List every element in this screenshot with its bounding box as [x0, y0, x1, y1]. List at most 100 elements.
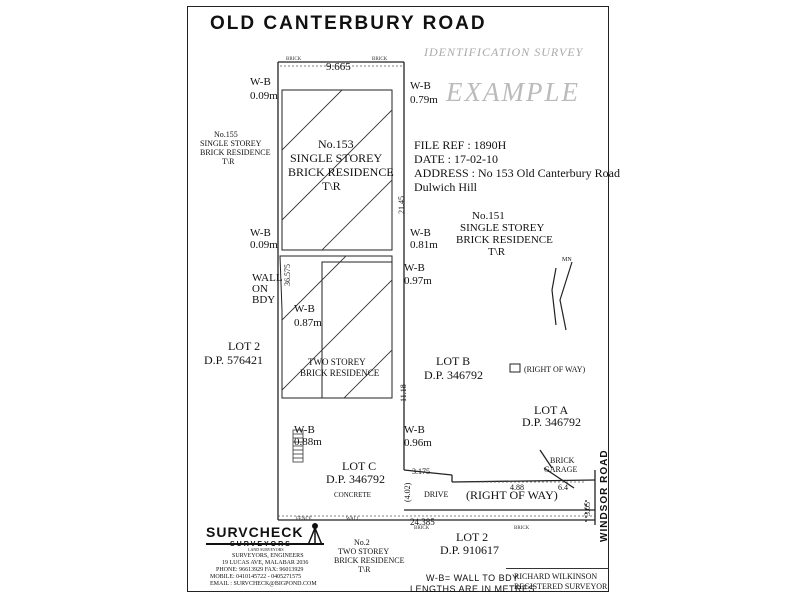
no2-line1: No.2 — [354, 538, 370, 547]
wall-on-bdy-line1: WALL — [252, 272, 283, 284]
wall-on-bdy-line2: ON — [252, 283, 268, 295]
label-no153-line3: BRICK RESIDENCE — [288, 165, 394, 179]
watermark: EXAMPLE — [446, 77, 580, 107]
file-ref: FILE REF : 1890H — [414, 138, 507, 152]
two-storey-line2: BRICK RESIDENCE — [300, 368, 380, 378]
label-no151-line2: SINGLE STOREY — [460, 222, 545, 234]
wall-on-bdy-line3: BDY — [252, 294, 276, 306]
wb-lower-left-label: W-B — [294, 424, 315, 436]
house-no153-hatch — [282, 90, 392, 250]
label-no155-line3: BRICK RESIDENCE — [200, 148, 271, 157]
house-two-storey-hatch — [282, 256, 392, 398]
brick-label: BRICK — [414, 526, 430, 531]
north-label: MN — [562, 257, 572, 263]
windsor-road-label: WINDSOR ROAD — [598, 449, 611, 542]
no2-line2: TWO STOREY — [338, 547, 390, 556]
surveyor-title: REGISTERED SURVEYOR — [514, 582, 608, 591]
label-no153-line2: SINGLE STOREY — [290, 151, 383, 165]
dim-side-upper: 21.45 — [397, 196, 406, 214]
row-north-line — [403, 469, 453, 476]
logo-divider — [206, 543, 324, 545]
dim-row-b: 4.88 — [510, 483, 524, 492]
wb-lower-right-value: 0.96m — [404, 437, 432, 449]
wb-inner-label: W-B — [294, 303, 315, 315]
lot2-bottom-line2: D.P. 910617 — [440, 543, 500, 557]
survey-type: IDENTIFICATION SURVEY — [424, 45, 584, 59]
dim-left-side: 36.575 — [283, 264, 292, 286]
wb-inner-value: 0.87m — [294, 317, 322, 329]
surveyor-divider — [506, 568, 609, 569]
lot-b-line2: D.P. 346792 — [424, 368, 484, 382]
dim-row-c: 6.4 — [558, 483, 568, 492]
right-of-way-legend-box — [509, 363, 521, 373]
wb-wall-right-value: 0.97m — [404, 275, 432, 287]
file-date: DATE : 17-02-10 — [414, 152, 498, 166]
surveyor-name: RICHARD WILKINSON — [514, 572, 598, 581]
brick-garage-line2: GARAGE — [544, 465, 578, 474]
wall-label: WALL — [346, 517, 360, 522]
dim-row-width: (4.02) — [403, 482, 412, 502]
legend-wb: W-B= WALL TO BDY — [426, 573, 519, 583]
brick-label: BRICK — [514, 526, 530, 531]
label-no155-line2: SINGLE STOREY — [200, 139, 262, 148]
right-of-way-label: (RIGHT OF WAY) — [466, 488, 558, 502]
label-no151-line1: No.151 — [472, 210, 505, 222]
stairs — [292, 429, 304, 463]
brick-garage-line1: BRICK — [550, 456, 575, 465]
lot-b-line1: LOT B — [436, 354, 471, 368]
label-no155-line1: No.155 — [214, 130, 238, 139]
company-line5: EMAIL : SURVCHECK@BIGPOND.COM — [210, 581, 317, 587]
survey-sheet-border — [187, 6, 609, 592]
company-line3: PHONE: 96613929 FAX: 96013929 — [216, 567, 304, 573]
garage-outline — [543, 467, 575, 489]
company-line1: SURVEYORS, ENGINEERS — [232, 553, 304, 559]
wb-top-left-value: 0.09m — [250, 90, 278, 102]
lot-c-line2: D.P. 346792 — [326, 472, 386, 486]
dim-top-frontage: 9.665 — [326, 61, 351, 73]
brick-label: BRICK — [372, 57, 388, 62]
company-logo-name: SURVCHECK — [206, 524, 304, 540]
drive-label: DRIVE — [424, 490, 449, 499]
label-no153-line1: No.153 — [318, 137, 354, 151]
label-no151-line3: BRICK RESIDENCE — [456, 234, 553, 246]
surveyor-tripod-icon — [307, 523, 323, 546]
company-line4: MOBILE: 0410145722 - 0405271575 — [210, 574, 302, 580]
dim-windsor: 3.05 — [583, 502, 592, 516]
lot2-left-line1: LOT 2 — [228, 339, 261, 353]
label-no153-line4: T\R — [322, 179, 341, 193]
wb-top-right-value: 0.79m — [410, 94, 438, 106]
two-storey-line1: TWO STOREY — [308, 357, 366, 367]
row-legend-label: (RIGHT OF WAY) — [524, 365, 586, 374]
house-no153-outline — [281, 89, 393, 251]
dim-row-a: 3.175 — [412, 467, 430, 476]
label-no155-line4: T\R — [222, 157, 235, 166]
wb-lower-right-label: W-B — [404, 424, 425, 436]
file-address-line2: Dulwich Hill — [414, 180, 477, 194]
dim-side-lower: 11.18 — [399, 384, 408, 402]
no2-line4: T\R — [358, 565, 371, 574]
windsor-road-text: WINDSOR ROAD — [599, 449, 610, 542]
company-tagline: LAND SURVEYORS — [248, 547, 284, 552]
lot2-bottom-line1: LOT 2 — [456, 530, 489, 544]
wb-wall-right-label: W-B — [404, 262, 425, 274]
company-logo-subname: SURVEYORS — [230, 541, 292, 548]
wb-lower-left-value: 0.88m — [294, 436, 322, 448]
wb-mid-left-label: W-B — [250, 227, 271, 239]
lot-c-line1: LOT C — [342, 459, 377, 473]
road-name-top: OLD CANTERBURY ROAD — [210, 13, 487, 34]
company-line2: 19 LUCAS AVE, MALABAR 2036 — [222, 560, 309, 566]
no2-line3: BRICK RESIDENCE — [334, 556, 405, 565]
fence-label: FENCE — [296, 517, 312, 522]
legend-units: LENGTHS ARE IN METRES — [410, 584, 536, 594]
lot2-left-line2: D.P. 576421 — [204, 353, 264, 367]
north-arrow-icon — [551, 261, 573, 331]
wb-mid-left-value: 0.09m — [250, 239, 278, 251]
wb-mid-right-value: 0.81m — [410, 239, 438, 251]
lot-a-line1: LOT A — [534, 403, 569, 417]
wb-mid-right-label: W-B — [410, 227, 431, 239]
dim-bottom: 24.385 — [410, 517, 435, 527]
lot-a-line2: D.P. 346792 — [522, 415, 582, 429]
file-address-line1: ADDRESS : No 153 Old Canterbury Road — [414, 166, 620, 180]
brick-label: BRICK — [286, 57, 302, 62]
